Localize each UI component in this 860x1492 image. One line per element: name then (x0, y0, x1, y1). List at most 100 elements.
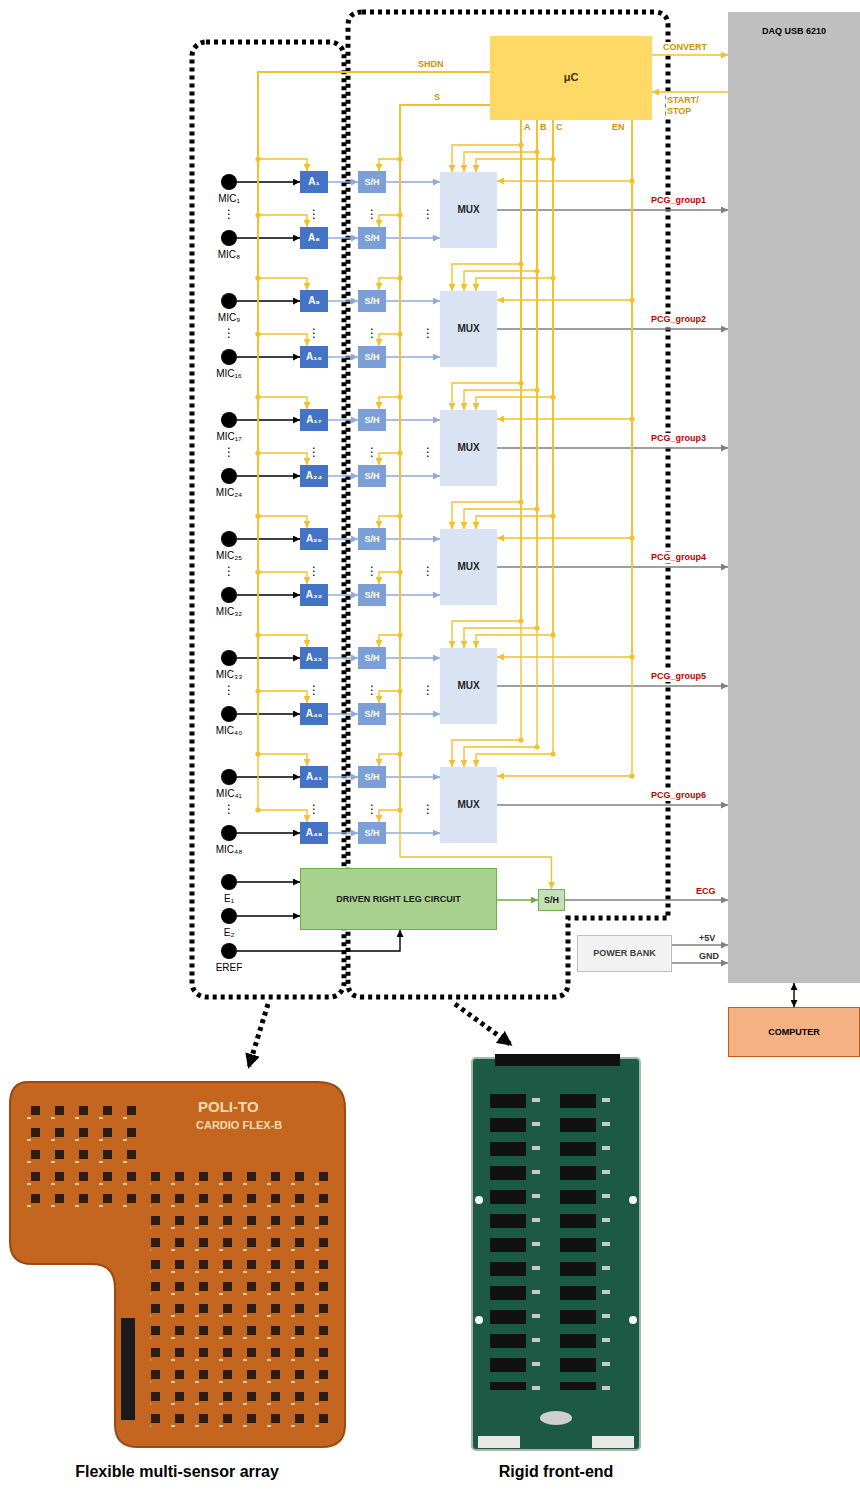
node-label: MUX (457, 680, 479, 692)
continuation-dots: ⋮ (422, 684, 434, 696)
node-label: A₁₇ (306, 414, 321, 426)
junction-dot (255, 688, 260, 693)
node-label: POWER BANK (593, 948, 656, 959)
mounting-hole (475, 1316, 483, 1324)
microphone-sensor: MIC₂₅ (221, 531, 237, 547)
sensor-cluster (24, 1098, 144, 1208)
node-label: MIC₉ (218, 312, 240, 324)
junction-dot (534, 387, 539, 392)
junction-dot (534, 744, 539, 749)
signal-line (237, 713, 300, 714)
junction-dot (397, 156, 402, 161)
microphone-sensor: MIC₂₄ (221, 468, 237, 484)
node-label: A₁ (308, 176, 319, 188)
continuation-dots: ⋮ (223, 208, 235, 220)
amplifier-box: A₁ (300, 171, 328, 193)
node-label: MIC₁ (218, 193, 240, 205)
node-label: S/H (364, 177, 379, 188)
node-label: E₁ (224, 893, 234, 905)
signal-line (328, 657, 358, 658)
signal-line (386, 594, 440, 595)
signal-line (565, 899, 728, 900)
daq-box: DAQ USB 6210 (728, 12, 860, 983)
continuation-dots: ⋮ (366, 208, 378, 220)
connector (478, 1436, 520, 1448)
signal-line (386, 832, 440, 833)
node-label: S/H (364, 296, 379, 307)
amplifier-box: A₂₄ (300, 465, 328, 487)
junction-group (255, 142, 634, 812)
multiplexer-box: MUX (440, 172, 497, 248)
continuation-dots: ⋮ (223, 327, 235, 339)
signal-name: B (540, 122, 547, 133)
junction-dot (397, 275, 402, 280)
dotted-region (192, 42, 344, 997)
continuation-dots: ⋮ (366, 684, 378, 696)
node-label: S/H (364, 590, 379, 601)
silkscreen-text: CARDIO FLEX-B (196, 1119, 282, 1132)
junction-dot (255, 569, 260, 574)
signal-line (328, 713, 358, 714)
junction-dot (397, 450, 402, 455)
signal-line (497, 685, 728, 686)
mounting-hole (629, 1196, 637, 1204)
junction-dot (255, 807, 260, 812)
node-label: S/H (364, 653, 379, 664)
signal-line (237, 594, 300, 595)
signal-line (497, 447, 728, 448)
signal-line (386, 475, 440, 476)
continuation-dots: ⋮ (223, 565, 235, 577)
continuation-dots: ⋮ (366, 803, 378, 815)
connector (592, 1436, 634, 1448)
node-label: μC (564, 71, 579, 84)
junction-dot (550, 513, 555, 518)
node-label: MIC₃₃ (216, 669, 242, 681)
continuation-dots: ⋮ (223, 446, 235, 458)
signal-line (497, 899, 538, 900)
node-label: COMPUTER (768, 1027, 820, 1038)
node-label: MIC₄₁ (216, 788, 242, 800)
signal-line (452, 120, 521, 172)
node-label: MIC₂₅ (216, 550, 242, 562)
signal-label: PCG_group2 (650, 314, 707, 325)
continuation-dots: ⋮ (422, 803, 434, 815)
amplifier-box: A₄₈ (300, 822, 328, 844)
signal-line (237, 356, 300, 357)
junction-dot (550, 632, 555, 637)
signal-line (497, 120, 632, 538)
signal-line (328, 300, 358, 301)
signal-line (237, 538, 300, 539)
signal-label: GND (698, 951, 720, 962)
junction-dot (534, 506, 539, 511)
sample-hold-box: S/H (358, 227, 386, 249)
crystal (540, 1411, 572, 1425)
signal-line (464, 120, 537, 172)
amplifier-box: A₁₆ (300, 346, 328, 368)
signal-name: S (434, 92, 440, 103)
sample-hold-box: S/H (538, 889, 565, 911)
junction-dot (518, 380, 523, 385)
signal-line (386, 419, 440, 420)
signal-line (672, 944, 728, 945)
node-label: A₃₃ (306, 652, 322, 664)
computer-box: COMPUTER (728, 1007, 860, 1057)
junction-dot (534, 625, 539, 630)
junction-dot (255, 632, 260, 637)
signal-line (386, 657, 440, 658)
signal-line (497, 120, 632, 419)
signal-line (237, 300, 300, 301)
sample-hold-box: S/H (358, 647, 386, 669)
junction-dot (397, 807, 402, 812)
signal-line (386, 538, 440, 539)
signal-line (652, 91, 728, 92)
amplifier-box: A₄₁ (300, 766, 328, 788)
junction-dot (255, 156, 260, 161)
junction-dot (534, 149, 539, 154)
signal-name: EN (612, 122, 625, 133)
junction-dot (255, 212, 260, 217)
node-label: MIC₁₇ (216, 431, 241, 443)
node-label: DRIVEN RIGHT LEG CIRCUIT (336, 894, 461, 905)
junction-dot (629, 773, 634, 778)
sample-hold-box: S/H (358, 584, 386, 606)
amplifier-box: A₈ (300, 227, 328, 249)
